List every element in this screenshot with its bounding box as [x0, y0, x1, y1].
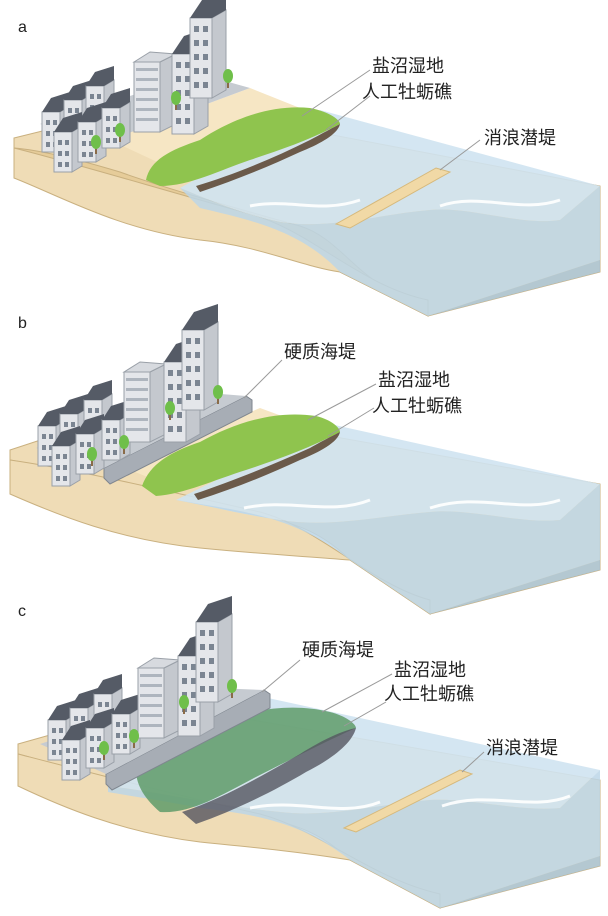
- panel-c-breakwater: [342, 769, 474, 833]
- panel-c-reef-leader: [343, 701, 387, 727]
- panel-c-label-oyster-reef: 人工牡蛎礁: [384, 684, 474, 705]
- panel-a-breakwater: [334, 167, 452, 229]
- panel-b-wave-crest: [429, 498, 561, 510]
- panel-c-water-body: [108, 770, 600, 908]
- panel-c-wave-crest: [441, 794, 571, 808]
- panel-b-label-oyster-reef: 人工牡蛎礁: [372, 396, 462, 417]
- panel-c-oyster-reef: [182, 728, 356, 824]
- panel-a: a 盐: [13, 0, 601, 317]
- panel-c-label-seawall: 硬质海堤: [302, 640, 374, 661]
- panel-b-label-seawall: 硬质海堤: [284, 342, 356, 363]
- panel-a-tower-building: [189, 0, 227, 99]
- panel-b-wave-crest: [243, 498, 371, 510]
- panel-a-oyster-reef: [196, 124, 340, 192]
- panel-c-water-front: [440, 856, 600, 908]
- panel-b-seawall-leader: [243, 359, 283, 399]
- panel-c-wave-crest: [249, 800, 381, 810]
- panel-a-breakwater-leader: [439, 139, 481, 171]
- panel-a-water-body: [180, 186, 600, 316]
- panel-b-label-salt-marsh: 盐沼湿地: [378, 370, 450, 391]
- panel-c-breakwater-leader: [461, 751, 485, 773]
- panel-b-salt-marsh: [142, 414, 340, 496]
- panel-a-office-building: [133, 51, 177, 133]
- panel-b-letter: b: [18, 315, 27, 332]
- panel-a-label-oyster-reef: 人工牡蛎礁: [362, 82, 452, 103]
- panel-b-water-front: [430, 560, 600, 614]
- panel-c: c 硬质海堤 盐沼湿地 人工牡蛎礁 消浪: [17, 595, 601, 909]
- panel-a-letter: a: [18, 19, 27, 36]
- panel-b-marsh-leader: [307, 383, 377, 421]
- panel-b: b 硬质海堤 盐沼湿地 人工牡蛎礁: [9, 303, 601, 615]
- panel-c-label-salt-marsh: 盐沼湿地: [394, 660, 466, 681]
- panel-a-label-breakwater: 消浪潜堤: [484, 128, 556, 149]
- panel-a-marsh-leader: [301, 69, 371, 117]
- panel-a-wave-crest: [249, 198, 361, 208]
- panel-c-label-breakwater: 消浪潜堤: [486, 738, 558, 759]
- panel-c-marsh-leader: [321, 673, 393, 713]
- panel-a-water-front: [428, 260, 600, 316]
- panel-c-tower-building: [195, 595, 233, 703]
- panel-c-letter: c: [18, 603, 26, 620]
- panel-a-beach: [110, 88, 310, 168]
- panel-a-reef-leader: [325, 95, 371, 131]
- panel-b-tower-building: [181, 303, 219, 411]
- panel-b-office-building: [123, 361, 167, 443]
- panel-a-wave-crest: [439, 198, 561, 208]
- panel-c-office-building: [137, 657, 181, 739]
- panel-a-label-salt-marsh: 盐沼湿地: [372, 56, 444, 77]
- panel-b-oyster-reef: [194, 432, 340, 500]
- panel-b-reef-leader: [327, 407, 375, 437]
- panel-a-salt-marsh: [146, 107, 340, 186]
- panel-b-water-body: [176, 484, 600, 614]
- panel-c-seawall-leader: [261, 659, 301, 693]
